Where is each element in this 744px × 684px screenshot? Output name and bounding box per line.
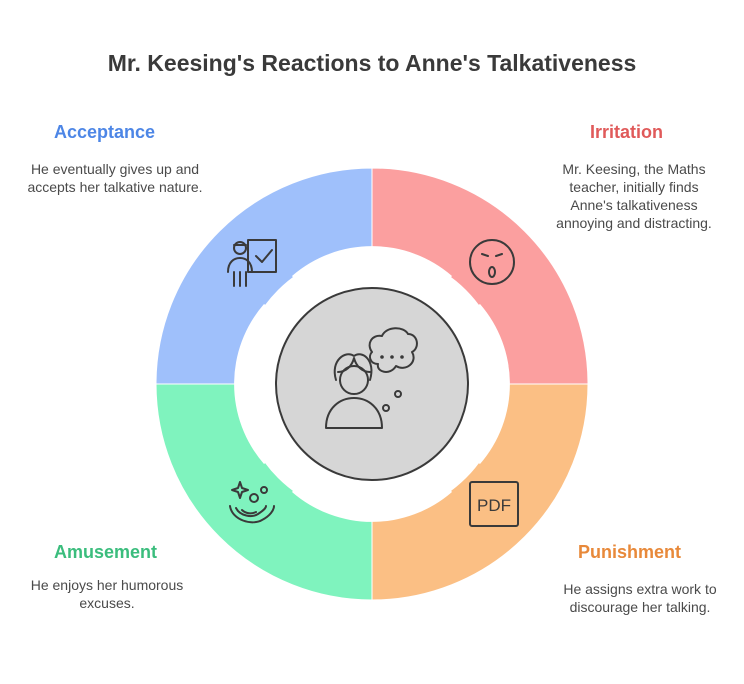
bottom-tab: [292, 464, 452, 522]
teacher-board-check-icon: [227, 239, 277, 287]
left-tab: [234, 304, 292, 464]
irritation-description: Mr. Keesing, the Maths teacher, initiall…: [556, 161, 712, 231]
amusement-description: He enjoys her humorous excuses.: [30, 577, 184, 611]
center-circle: [275, 287, 469, 481]
amusement-label: Amusement: [54, 542, 158, 562]
top-tab: [292, 246, 452, 304]
laughing-sparkle-icon: [229, 481, 275, 524]
pdf-document-icon: PDF: [469, 481, 519, 527]
girl-thinking-icon: [325, 327, 418, 429]
acceptance-description: He eventually gives up and accepts her t…: [27, 161, 203, 195]
annoyed-face-icon: [469, 239, 515, 285]
punishment-label: Punishment: [578, 542, 682, 562]
diagram-title: Mr. Keesing's Reactions to Anne's Talkat…: [107, 50, 637, 76]
irritation-label: Irritation: [590, 122, 664, 142]
punishment-description: He assigns extra work to discourage her …: [563, 581, 717, 615]
svg-text:PDF: PDF: [477, 496, 511, 515]
right-tab: [452, 304, 510, 464]
acceptance-label: Acceptance: [54, 122, 156, 142]
thought-dots: [380, 355, 404, 398]
